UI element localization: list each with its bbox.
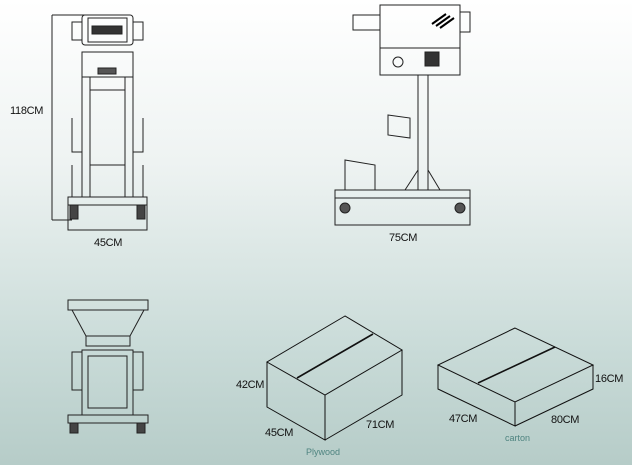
plywood-depth-label: 45CM: [265, 427, 294, 439]
carton-caption: carton: [505, 433, 531, 443]
carton-length-label: 80CM: [551, 414, 580, 426]
carton-height-label: 16CM: [595, 373, 624, 385]
plywood-height-label: 42CM: [236, 379, 265, 391]
plywood-box-drawing: [266, 315, 403, 441]
plywood-length-label: 71CM: [366, 419, 395, 431]
width-label-45: 45CM: [94, 237, 123, 249]
width-label-75: 75CM: [389, 232, 418, 244]
carton-depth-label: 47CM: [449, 413, 478, 425]
plywood-caption: Plywood: [306, 447, 341, 457]
top-view-machine: [67, 299, 149, 434]
side-view-machine: [334, 4, 471, 226]
carton-box-drawing: [436, 327, 595, 427]
front-view-machine: [51, 14, 148, 231]
height-label-118: 118CM: [10, 105, 44, 117]
